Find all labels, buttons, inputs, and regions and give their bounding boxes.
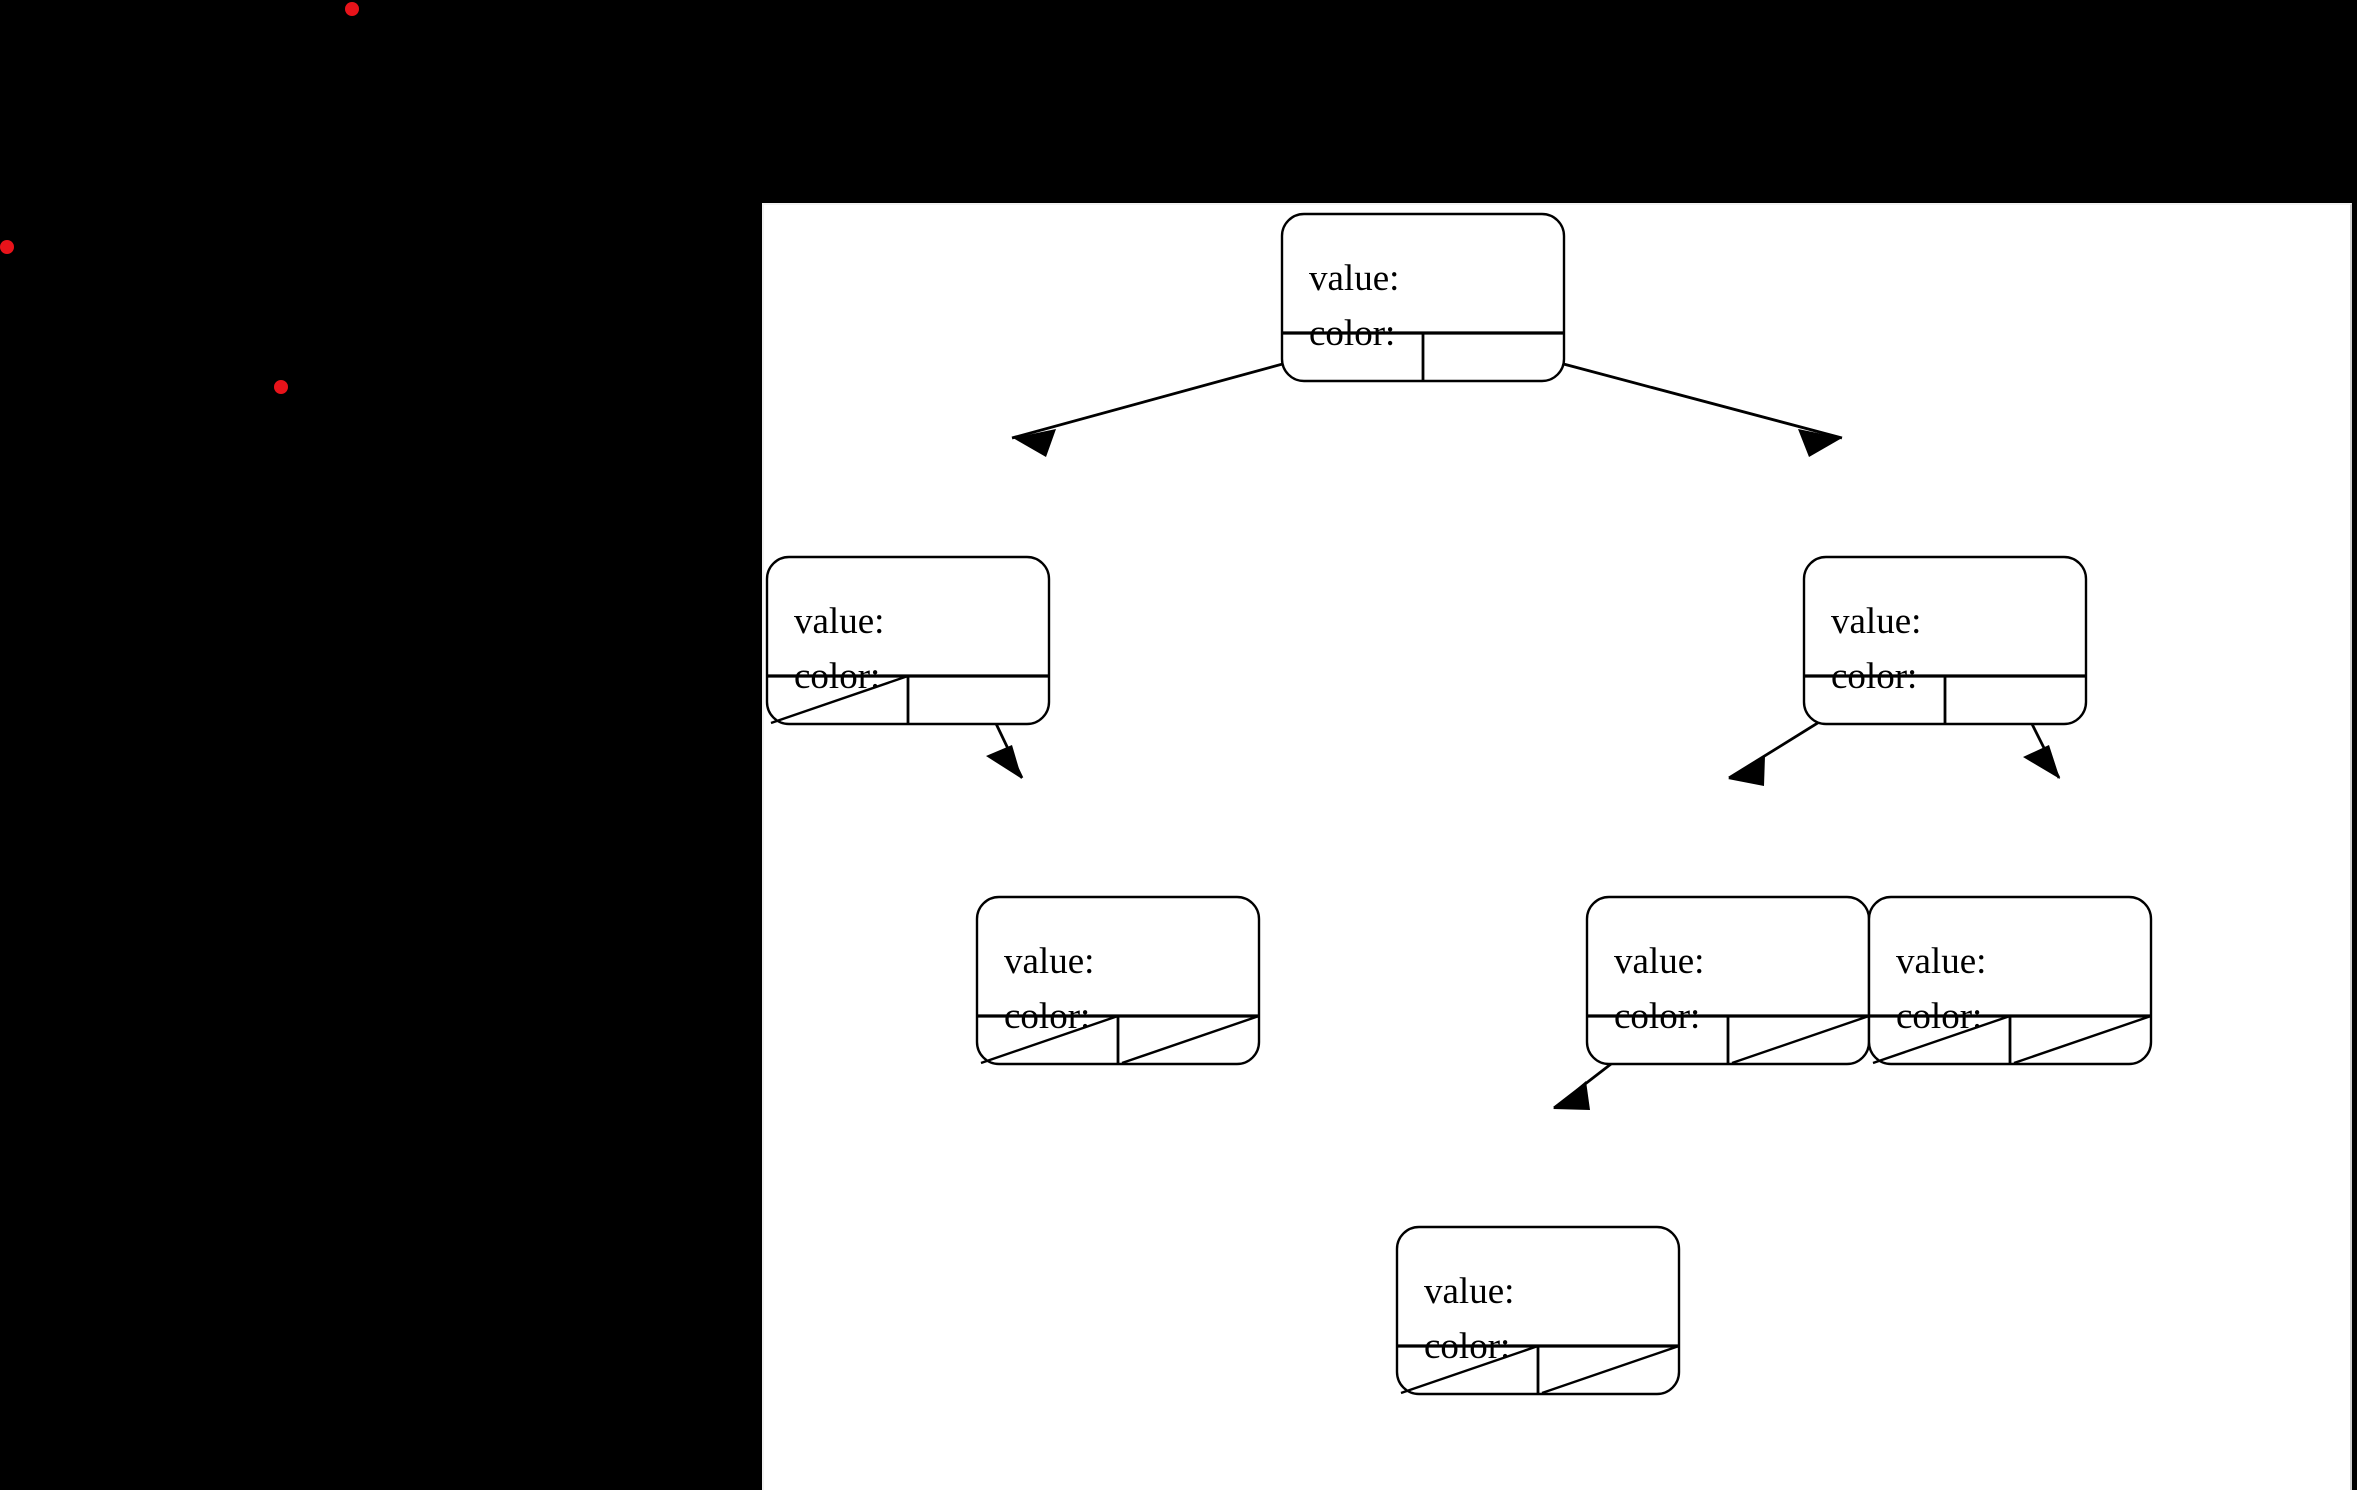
node-root-value-label: value: <box>1309 258 1399 299</box>
node-deepest-left-pointer-null[interactable] <box>1400 1344 1539 1395</box>
tree-node-right-right-grandchild[interactable]: value: color: <box>1867 895 2153 1066</box>
node-right-left-grandchild-value-label: value: <box>1614 941 1704 982</box>
node-right-right-grandchild-value-label: value: <box>1896 941 1986 982</box>
node-deepest-right-pointer-null[interactable] <box>1541 1344 1680 1395</box>
node-deepest-value-label: value: <box>1424 1271 1514 1312</box>
node-right-right-grandchild-right-pointer-null[interactable] <box>2013 1014 2152 1065</box>
tree-node-root[interactable]: value: color: <box>1280 212 1566 383</box>
tree-node-left-child[interactable]: value: color: <box>765 555 1051 726</box>
node-right-right-grandchild-left-pointer-null[interactable] <box>1872 1014 2011 1065</box>
right-edge-gutter <box>2352 0 2357 1490</box>
diagram-canvas: value: color: value: color: <box>762 203 2352 1490</box>
node-left-right-grandchild-value-label: value: <box>1004 941 1094 982</box>
node-left-right-grandchild-left-pointer-null[interactable] <box>980 1014 1119 1065</box>
tree-node-left-right-grandchild[interactable]: value: color: <box>975 895 1261 1066</box>
tree-node-right-child[interactable]: value: color: <box>1802 555 2088 726</box>
tree-node-deepest[interactable]: value: color: <box>1395 1225 1681 1396</box>
node-left-right-grandchild-right-pointer-null[interactable] <box>1121 1014 1260 1065</box>
node-right-left-grandchild-right-pointer-null[interactable] <box>1731 1014 1870 1065</box>
marker-dot-left <box>0 240 14 254</box>
node-right-child-value-label: value: <box>1831 601 1921 642</box>
tree-node-right-left-grandchild[interactable]: value: color: <box>1585 895 1871 1066</box>
marker-dot-top <box>345 2 359 16</box>
node-left-child-left-pointer-null[interactable] <box>770 674 909 725</box>
marker-dot-mid <box>274 380 288 394</box>
edge-layer <box>977 343 2061 1110</box>
node-left-child-value-label: value: <box>794 601 884 642</box>
